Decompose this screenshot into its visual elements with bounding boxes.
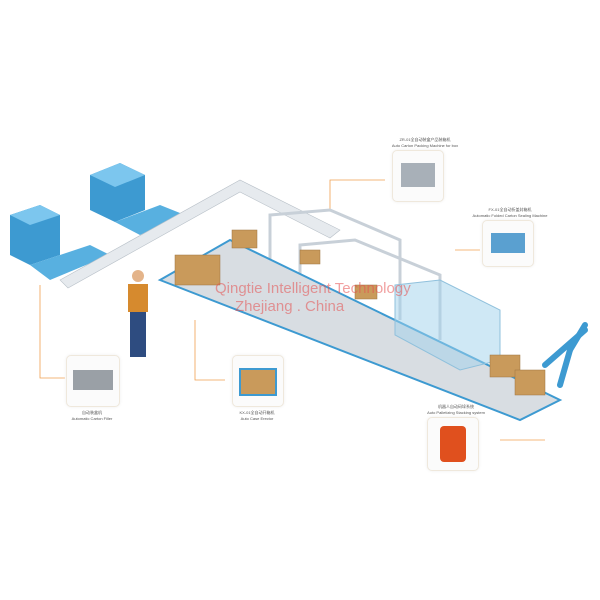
machine-name-4: Auto Case Erector bbox=[240, 416, 274, 421]
filler-machine-image bbox=[73, 370, 113, 390]
carton-boxes bbox=[174, 229, 546, 396]
machine-name-2: Automatic Folded Carton Sealing Machine bbox=[472, 213, 548, 218]
worker-figure bbox=[128, 270, 148, 357]
overhead-conveyor bbox=[59, 179, 341, 289]
machine-name-3: Automatic Carton Filler bbox=[71, 416, 113, 421]
machine-code-4: KX-01全自动开箱机 bbox=[239, 410, 275, 415]
machine-code-1: ZR-01全自动装盒产品装箱机 bbox=[399, 137, 451, 142]
machine-code-3: 自动装盒机 bbox=[82, 410, 102, 415]
sealing-machine-image bbox=[491, 233, 525, 253]
packing-machine-image bbox=[401, 163, 435, 187]
machine-code-2: FX-01全自动折盖封箱机 bbox=[488, 207, 532, 212]
machine-code-5: 机器人自动码垛系统 bbox=[438, 404, 474, 409]
watermark-line-1: Qingtie Intelligent Technology bbox=[215, 280, 411, 297]
robot-image bbox=[440, 426, 466, 462]
machine-name-5: Auto Palletizing Stacking system bbox=[427, 410, 485, 415]
leader-lines bbox=[39, 179, 545, 441]
packing-machine-card[interactable] bbox=[392, 150, 444, 202]
case-erector-card[interactable] bbox=[232, 355, 284, 407]
machine-name-1: Auto Carton Packing Machine for box bbox=[391, 143, 459, 148]
filler-machine-card[interactable] bbox=[66, 355, 120, 407]
palletizer-robot-arm bbox=[542, 322, 588, 388]
palletizing-robot-card[interactable] bbox=[427, 417, 479, 471]
sealing-machine-card[interactable] bbox=[482, 220, 534, 267]
upper-filler-machine bbox=[90, 163, 185, 235]
left-filler-machine bbox=[10, 205, 110, 280]
main-conveyor bbox=[157, 238, 563, 422]
watermark-line-2: Zhejiang . China bbox=[235, 298, 345, 315]
case-erector-image bbox=[239, 368, 277, 396]
